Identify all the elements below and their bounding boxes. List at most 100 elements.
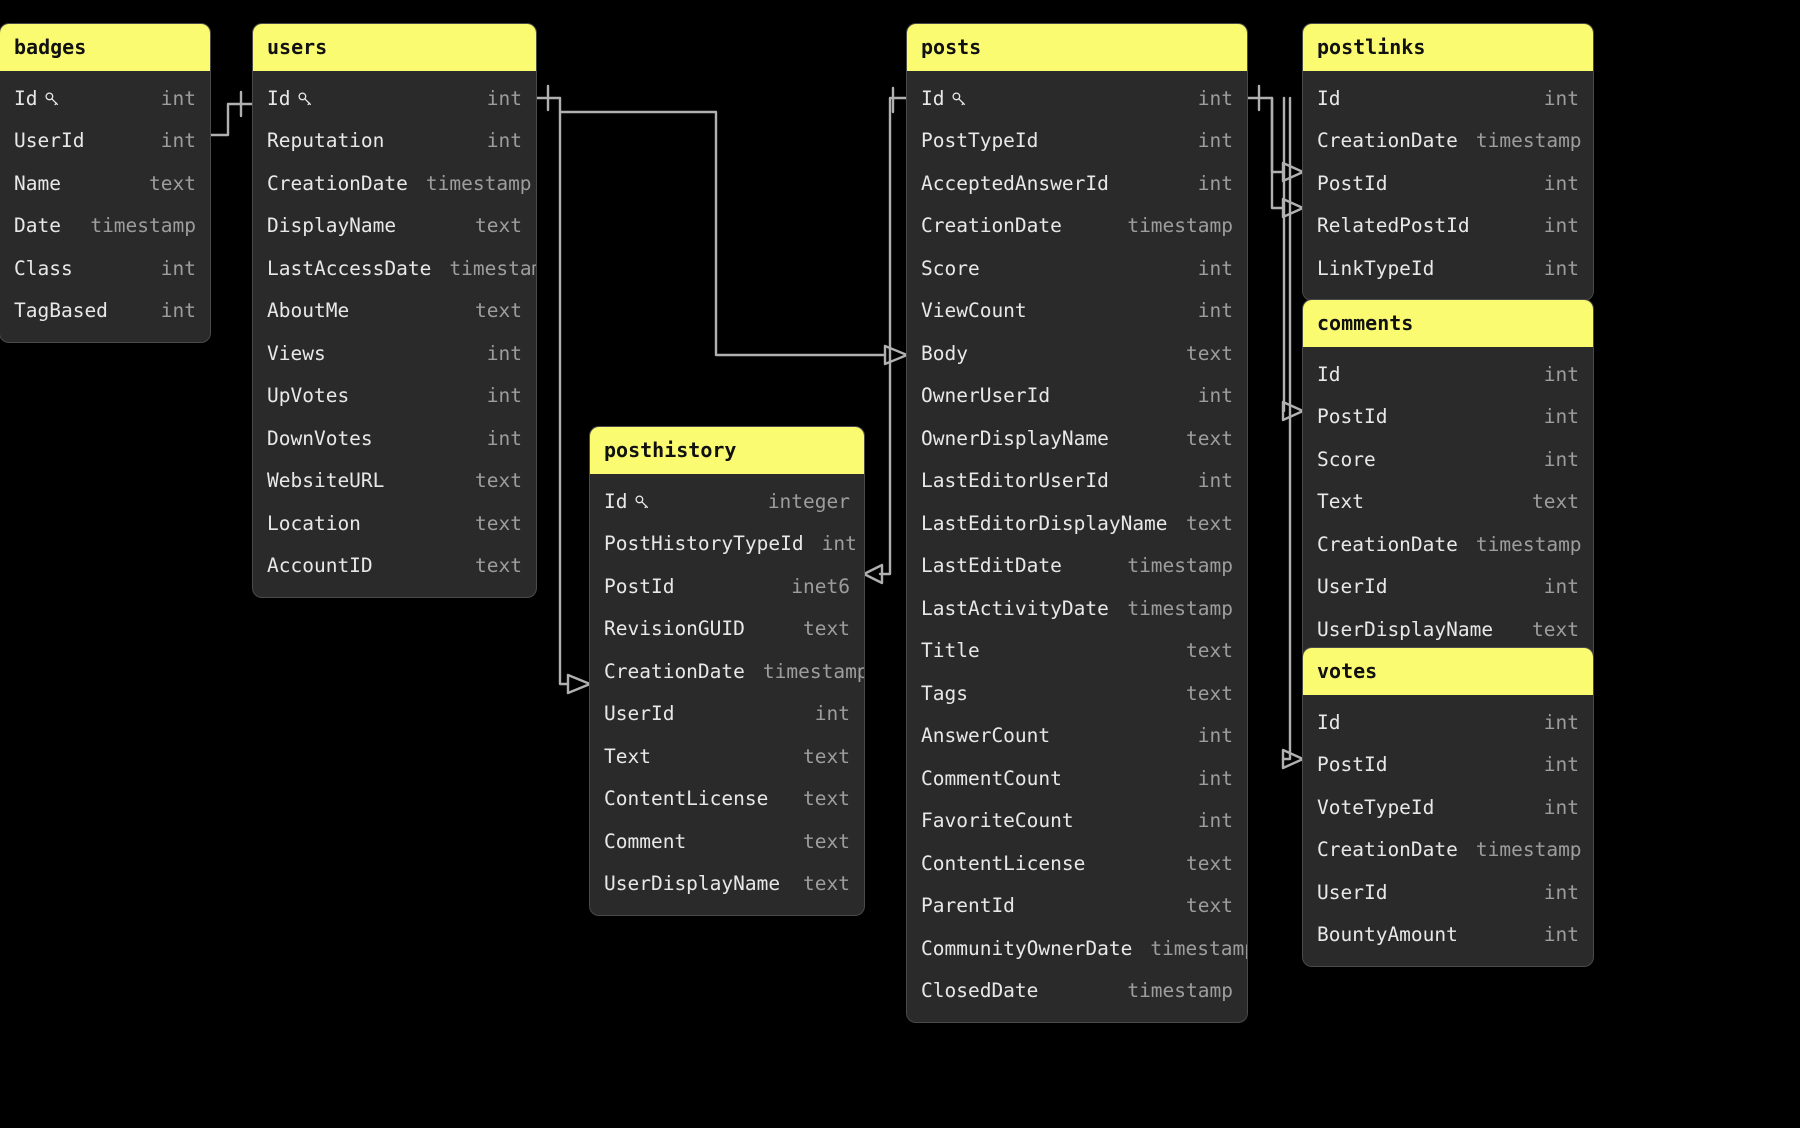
table-title-users[interactable]: users: [253, 24, 536, 71]
field-name: Score: [1317, 448, 1376, 471]
table-title-posthistory[interactable]: posthistory: [590, 427, 864, 474]
field-type-label: integer: [767, 489, 850, 513]
field-name: Date: [14, 214, 61, 237]
table-title-comments[interactable]: comments: [1303, 300, 1593, 347]
field-name: UserId: [1317, 881, 1387, 904]
field-type-label: text: [803, 617, 850, 641]
field-name-label: LinkTypeId: [1317, 256, 1435, 280]
table-title-posts[interactable]: posts: [907, 24, 1247, 71]
table-title-postlinks[interactable]: postlinks: [1303, 24, 1593, 71]
field-name: Id: [14, 87, 61, 110]
field-row[interactable]: LastAccessDatetimestamp: [253, 247, 536, 290]
field-name: Id: [921, 87, 968, 110]
field-name: OwnerUserId: [921, 384, 1050, 407]
field-type-label: text: [475, 511, 522, 535]
connector-posts-id-posthistory-postid: [862, 96, 909, 585]
field-name-label: Id: [1317, 86, 1341, 110]
field-type-label: int: [1543, 795, 1579, 819]
field-name-label: FavoriteCount: [921, 809, 1074, 833]
field-name-label: PostId: [1317, 753, 1388, 777]
field-name-label: Text: [1317, 490, 1364, 514]
field-name-label: UserDisplayName: [604, 872, 781, 896]
table-title-votes[interactable]: votes: [1303, 648, 1593, 695]
table-title-badges[interactable]: badges: [0, 24, 210, 71]
